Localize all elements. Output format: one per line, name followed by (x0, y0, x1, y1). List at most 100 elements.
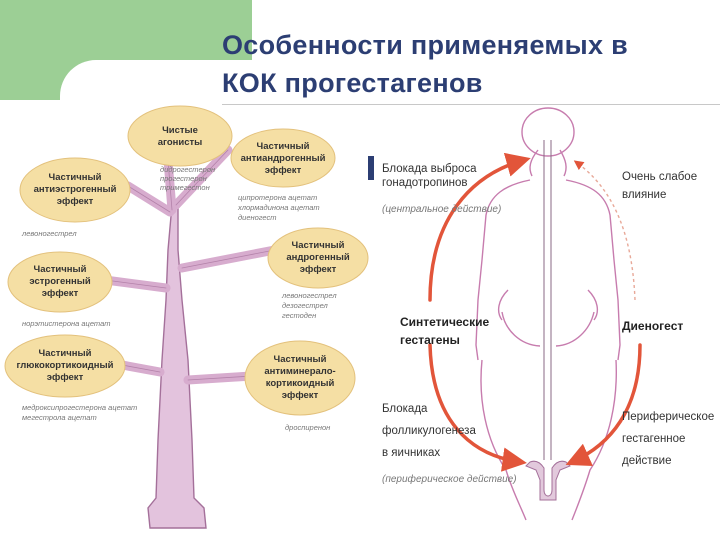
svg-text:прогестерон: прогестерон (160, 174, 207, 183)
svg-text:эффект: эффект (57, 196, 94, 207)
note-line: медроксипрогестерона ацетат (22, 403, 137, 412)
svg-text:фолликулогенеза: фолликулогенеза (382, 425, 476, 437)
peripheral-label-line: Периферическое (622, 411, 714, 423)
oval-line: Частичный (49, 172, 102, 183)
svg-text:глюкокортикоидный: глюкокортикоидный (17, 360, 114, 371)
body-action-diagram: Блокада выброса гонадотропинов (централь… (368, 108, 714, 520)
svg-text:действие: действие (622, 455, 671, 467)
peripheral-label-line: гестагенное (622, 433, 685, 445)
oval-line: антиандрогенный (241, 153, 326, 164)
svg-text:эффект: эффект (282, 390, 319, 401)
effect-oval: Частичный антиандрогенный эффект (231, 129, 335, 187)
effect-oval: Частичный антиминерало- кортикоидный эфф… (245, 341, 355, 415)
svg-text:Синтетические: Синтетические (400, 315, 489, 329)
svg-text:эффект: эффект (47, 372, 84, 383)
central-note: (центральное действие) (382, 204, 501, 215)
svg-text:Частичный: Частичный (257, 141, 310, 152)
note-line: тримегестон (160, 183, 210, 192)
note-line: норэтистерона ацетат (22, 319, 111, 328)
svg-text:кортикоидный: кортикоидный (266, 378, 335, 389)
svg-text:гестагенное: гестагенное (622, 433, 685, 445)
effect-oval: Частичный эстрогенный эффект (8, 252, 112, 312)
drug-note: дроспиренон (285, 423, 330, 432)
follicle-label-line: фолликулогенеза (382, 425, 476, 437)
svg-text:Чистые: Чистые (162, 125, 198, 136)
follicle-label-line: в яичниках (382, 447, 440, 459)
svg-text:(периферическое действие): (периферическое действие) (382, 473, 517, 485)
svg-text:дроспиренон: дроспиренон (285, 423, 330, 432)
peripheral-label-line: действие (622, 455, 671, 467)
svg-text:гонадотропинов: гонадотропинов (382, 177, 468, 189)
oval-line: эффект (300, 264, 337, 275)
svg-text:дезогестрел: дезогестрел (282, 301, 329, 310)
follicle-label-line: Блокада (382, 403, 428, 415)
svg-text:медроксипрогестерона ацетат: медроксипрогестерона ацетат (22, 403, 137, 412)
svg-text:эстрогенный: эстрогенный (29, 276, 90, 287)
note-line: гестоден (282, 311, 316, 320)
peripheral-action-arrow (430, 345, 520, 462)
note-line: левоногестрел (281, 291, 337, 300)
note-line: дидрогестерон (160, 165, 215, 174)
drug-note: медроксипрогестерона ацетат мегестрола а… (22, 403, 137, 422)
svg-text:Частичный: Частичный (49, 172, 102, 183)
svg-text:Частичный: Частичный (274, 354, 327, 365)
drug-note: норэтистерона ацетат (22, 319, 111, 328)
oval-line: глюкокортикоидный (17, 360, 114, 371)
oval-line: Частичный (39, 348, 92, 359)
svg-text:хлормадинона ацетат: хлормадинона ацетат (237, 203, 320, 212)
central-label-line: гонадотропинов (382, 177, 468, 189)
oval-line: кортикоидный (266, 378, 335, 389)
svg-text:антиандрогенный: антиандрогенный (241, 153, 326, 164)
svg-text:Частичный: Частичный (34, 264, 87, 275)
oval-line: агонисты (158, 137, 203, 148)
follicle-note: (периферическое действие) (382, 473, 517, 485)
svg-text:гестагены: гестагены (400, 333, 460, 347)
note-line: прогестерон (160, 174, 207, 183)
oval-line: Частичный (274, 354, 327, 365)
tree-trunk (148, 205, 206, 528)
svg-text:Периферическое: Периферическое (622, 411, 714, 423)
svg-text:Блокада выброса: Блокада выброса (382, 163, 477, 175)
dienogest-label: Диеногест (622, 319, 683, 333)
svg-text:эффект: эффект (300, 264, 337, 275)
oval-line: эффект (282, 390, 319, 401)
effect-oval: Частичный андрогенный эффект (268, 228, 368, 288)
note-line: дезогестрел (282, 301, 329, 310)
central-lines (544, 140, 551, 460)
oval-line: эффект (47, 372, 84, 383)
oval-line: эффект (42, 288, 79, 299)
svg-text:левоногестрел: левоногестрел (281, 291, 337, 300)
oval-line: антиэстрогенный (34, 184, 117, 195)
weak-label-line: влияние (622, 189, 666, 201)
svg-text:в яичниках: в яичниках (382, 447, 440, 459)
svg-text:Частичный: Частичный (292, 240, 345, 251)
svg-text:норэтистерона ацетат: норэтистерона ацетат (22, 319, 111, 328)
oval-line: Частичный (257, 141, 310, 152)
svg-text:Блокада: Блокада (382, 403, 428, 415)
note-line: хлормадинона ацетат (237, 203, 320, 212)
note-line: мегестрола ацетат (22, 413, 97, 422)
drug-note: левоногестрел дезогестрел гестоден (281, 291, 337, 320)
drug-note: ципротерона ацетат хлормадинона ацетат д… (237, 193, 320, 222)
svg-text:Диеногест: Диеногест (622, 319, 683, 333)
oval-line: эстрогенный (29, 276, 90, 287)
drug-note: левоногестрел (21, 229, 77, 238)
synthetic-label-line: Синтетические (400, 315, 489, 329)
note-line: дроспиренон (285, 423, 330, 432)
svg-text:диеногест: диеногест (238, 213, 277, 222)
oval-line: эффект (265, 165, 302, 176)
progestagen-tree: Чистые агонисты Частичный антиандрогенны… (5, 106, 368, 528)
oval-line: антиминерало- (264, 366, 335, 377)
effect-oval: Частичный глюкокортикоидный эффект (5, 335, 125, 397)
svg-text:Частичный: Частичный (39, 348, 92, 359)
svg-text:тримегестон: тримегестон (160, 183, 210, 192)
svg-text:Очень слабое: Очень слабое (622, 171, 697, 183)
central-label-line: Блокада выброса (382, 163, 477, 175)
svg-text:андрогенный: андрогенный (286, 252, 349, 263)
svg-text:эффект: эффект (42, 288, 79, 299)
svg-text:мегестрола ацетат: мегестрола ацетат (22, 413, 97, 422)
synthetic-label-line: гестагены (400, 333, 460, 347)
svg-text:дидрогестерон: дидрогестерон (160, 165, 215, 174)
oval-line: Частичный (34, 264, 87, 275)
